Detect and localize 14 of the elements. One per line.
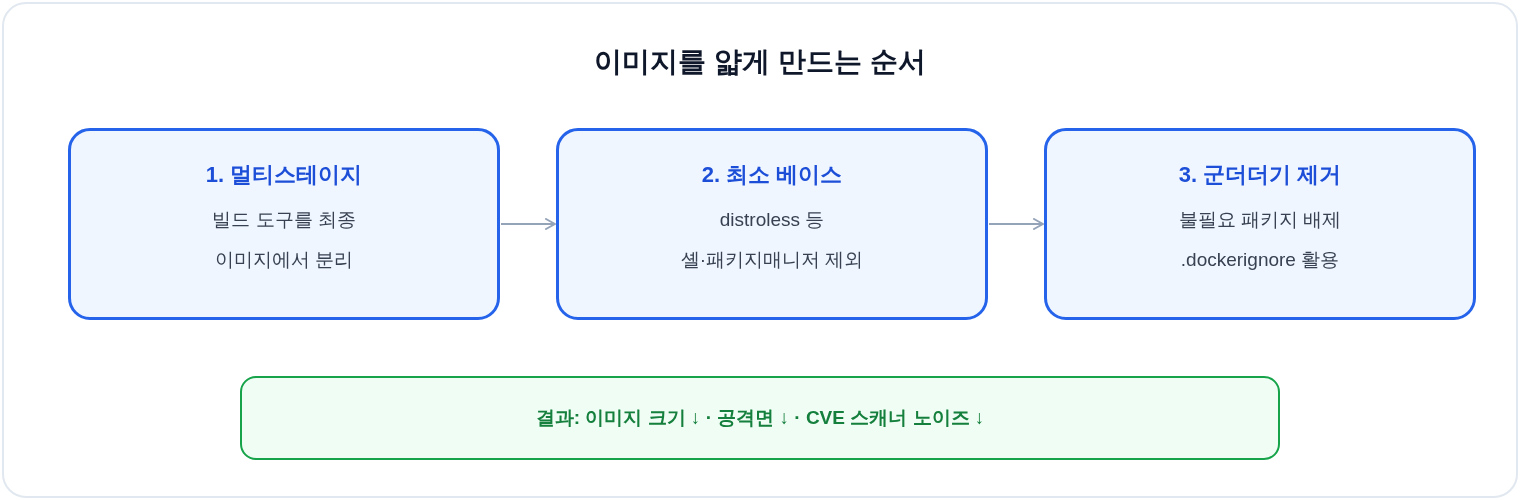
step-heading: 1. 멀티스테이지 — [205, 161, 363, 189]
step-description: 빌드 도구를 최종 이미지에서 분리 — [211, 208, 357, 272]
result-text: 결과: 이미지 크기 ↓ · 공격면 ↓ · CVE 스캐너 노이즈 ↓ — [535, 406, 985, 430]
result-box — [240, 376, 1280, 460]
step-heading: 2. 최소 베이스 — [701, 161, 843, 189]
step-box — [556, 128, 988, 320]
arrow — [500, 218, 556, 230]
step-box — [68, 128, 500, 320]
arrow — [988, 218, 1044, 230]
step-description: 불필요 패키지 배제 .dockerignore 활용 — [1177, 208, 1343, 272]
title: 이미지를 얇게 만드는 순서 — [594, 45, 926, 79]
step-description: distroless 등 셸·패키지매니저 제외 — [679, 208, 865, 272]
step-heading: 3. 군더더기 제거 — [1178, 161, 1342, 189]
step-box — [1044, 128, 1476, 320]
